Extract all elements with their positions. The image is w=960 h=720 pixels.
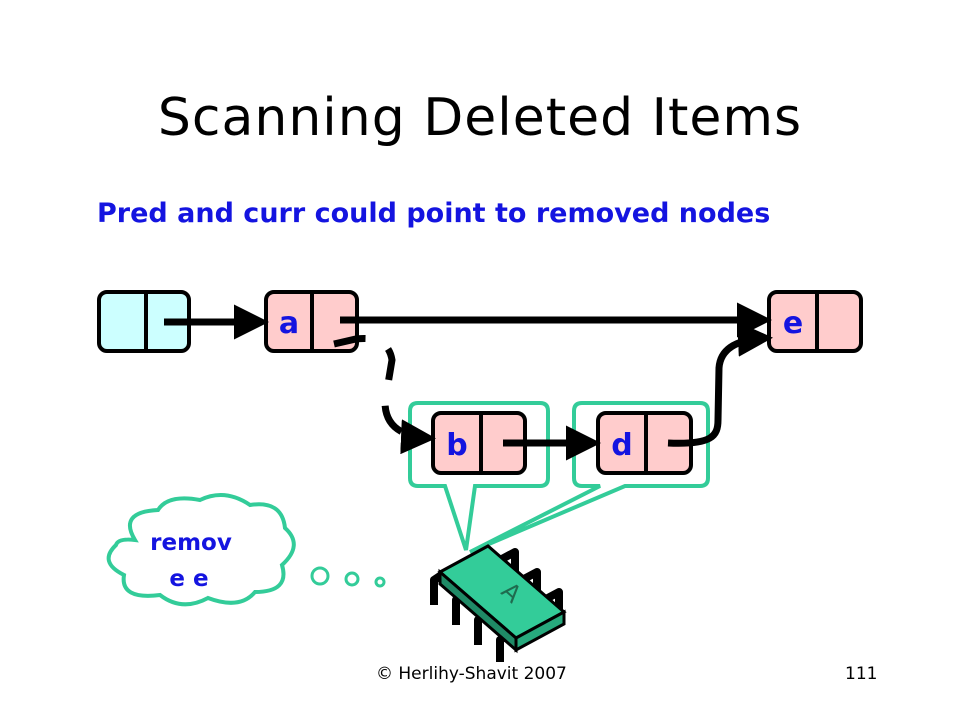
thought-bubble-2 bbox=[344, 571, 360, 587]
thought-line-1: remov bbox=[150, 530, 232, 556]
node-a-label: a bbox=[279, 306, 299, 341]
slide-subtitle: Pred and curr could point to removed nod… bbox=[97, 198, 771, 229]
thread-a-chip: A bbox=[430, 544, 567, 662]
slide-title: Scanning Deleted Items bbox=[157, 88, 803, 148]
thought-bubble-3 bbox=[374, 576, 386, 588]
thought-cloud: remov e e bbox=[106, 493, 296, 607]
node-d: d bbox=[596, 411, 693, 475]
node-e: e bbox=[767, 290, 863, 353]
node-b: b bbox=[431, 411, 527, 475]
node-e-label: e bbox=[783, 306, 803, 341]
thought-line-2: e e bbox=[169, 566, 208, 592]
node-d-label: d bbox=[611, 428, 632, 463]
node-b-label: b bbox=[446, 428, 467, 463]
footer-page-number: 111 bbox=[845, 664, 878, 684]
thought-bubble-1 bbox=[310, 566, 330, 586]
footer-copyright: © Herlihy-Shavit 2007 bbox=[376, 664, 567, 684]
node-a: a bbox=[264, 290, 359, 353]
pointer-d-to-e bbox=[667, 321, 773, 447]
